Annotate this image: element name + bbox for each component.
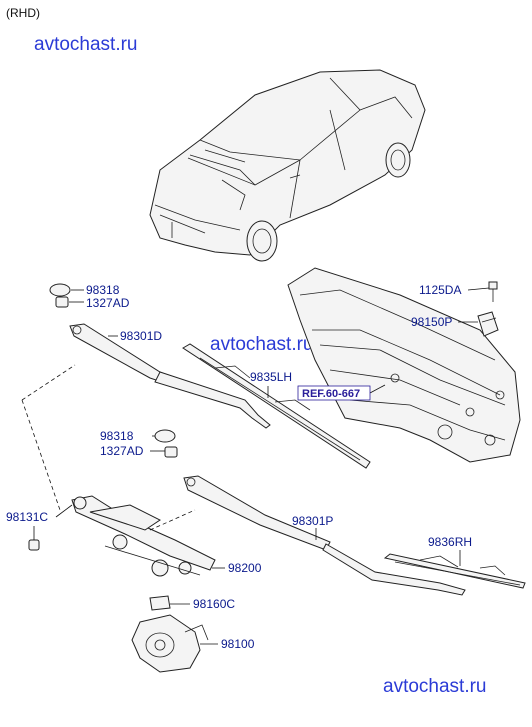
cowl-panel [287,267,521,463]
group-line-left-top [21,364,76,401]
watermark-bottom: avtochast.ru [383,676,487,697]
label-9836rh: 9836RH [428,535,472,549]
nut-1327ad-upper [55,296,69,308]
group-line-right [149,509,196,531]
label-98150p: 98150P [411,315,452,329]
ref-box[interactable]: REF.60-667 [297,385,371,401]
wiper-arm-passenger [183,475,466,596]
car-illustration [149,69,426,262]
watermark-middle: avtochast.ru [210,334,314,355]
label-1327ad-upper: 1327AD [86,296,130,310]
label-1327ad-lower: 1327AD [100,444,144,458]
label-98301d: 98301D [120,329,162,343]
wiper-blade-lh [182,343,371,469]
label-98301p: 98301P [292,514,333,528]
label-98160c: 98160C [193,597,235,611]
wiper-linkage [71,495,216,577]
label-9835lh: 9835LH [250,370,292,384]
wiper-motor [131,614,209,673]
label-98318-lower: 98318 [100,429,134,443]
watermark-top: avtochast.ru [34,34,138,55]
cap-98318-upper [49,283,71,297]
group-line-left-bottom [21,399,61,511]
wiper-blade-rh [383,553,526,589]
bracket-98160c [149,595,171,611]
leader-lines [33,287,490,645]
cap-98318-lower [154,429,176,443]
ref-label[interactable]: REF.60-667 [302,388,360,400]
screw-98131c [28,539,40,551]
label-98131c: 98131C [6,510,48,524]
label-1125da: 1125DA [419,283,461,297]
bracket-98150p [477,311,499,337]
wiper-arm-driver [69,323,271,429]
label-98100: 98100 [221,637,255,651]
label-98318-upper: 98318 [86,283,120,297]
nut-1327ad-lower [164,446,178,458]
label-98200: 98200 [228,561,262,575]
bolt-1125da [488,281,498,302]
variant-label: (RHD) [6,6,40,20]
